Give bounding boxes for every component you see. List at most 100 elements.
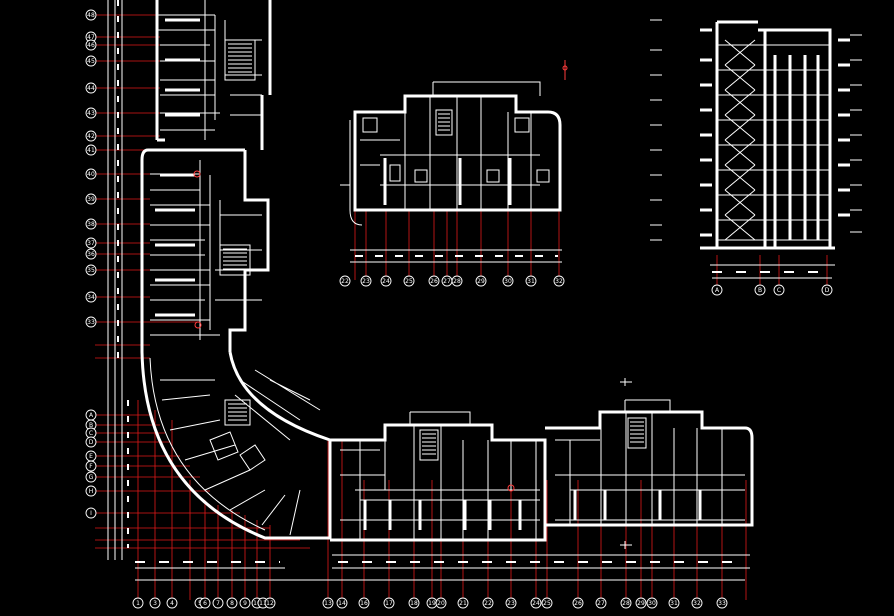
left-axis-label: H — [89, 488, 94, 495]
vertical-wing-floor-plan — [107, 0, 272, 560]
plan-axis-bubble — [451, 275, 463, 287]
left-axis-label: F — [89, 463, 93, 470]
left-axis-bubble — [85, 144, 97, 156]
left-axis-label: 47 — [87, 34, 95, 41]
bottom-axis-bubble — [435, 597, 447, 609]
bottom-axis-bubble — [620, 597, 632, 609]
bottom-axis-label: 14 — [338, 600, 346, 607]
left-axis-bubble — [85, 460, 97, 472]
left-axis-bubble — [85, 291, 97, 303]
bottom-axis-bubble — [457, 597, 469, 609]
left-axis-bubble — [85, 485, 97, 497]
axis-label-bubbles: 1345678910111213141617181920212223242526… — [85, 9, 833, 609]
left-axis-bubble — [85, 264, 97, 276]
left-axis-bubble — [85, 193, 97, 205]
bottom-axis-label: 29 — [637, 600, 645, 607]
left-axis-label: 42 — [87, 133, 95, 140]
left-axis-bubble — [85, 471, 97, 483]
bottom-axis-label: 32 — [693, 600, 701, 607]
plan-axis-bubble — [475, 275, 487, 287]
bottom-axis-bubble — [408, 597, 420, 609]
plan-axis-bubble — [428, 275, 440, 287]
left-axis-label: B — [89, 422, 93, 429]
left-axis-bubble — [85, 507, 97, 519]
bottom-axis-label: 8 — [230, 600, 234, 607]
curved-corner-section — [140, 351, 332, 540]
left-axis-label: 33 — [87, 319, 95, 326]
left-axis-label: 46 — [87, 42, 95, 49]
left-axis-label: 34 — [87, 294, 95, 301]
bottom-axis-label: 21 — [459, 600, 467, 607]
left-axis-label: 45 — [87, 58, 95, 65]
left-axis-bubble — [85, 130, 97, 142]
left-axis-bubble — [85, 9, 97, 21]
building-cross-section — [650, 19, 862, 279]
left-axis-label: A — [89, 412, 94, 419]
left-axis-bubble — [85, 237, 97, 249]
bottom-axis-label: 26 — [574, 600, 582, 607]
bottom-axis-bubble — [336, 597, 348, 609]
plan-axis-label: 25 — [405, 278, 413, 285]
left-axis-bubble — [85, 248, 97, 260]
plan-axis-label: 31 — [527, 278, 535, 285]
left-axis-label: 39 — [87, 196, 95, 203]
bottom-axis-bubble — [212, 597, 224, 609]
bottom-axis-label: 11 — [259, 600, 267, 607]
bottom-axis-bubble — [505, 597, 517, 609]
bottom-axis-bubble — [132, 597, 144, 609]
plan-axis-label: 30 — [504, 278, 512, 285]
plan-axis-bubble — [380, 275, 392, 287]
bottom-axis-label: 4 — [170, 600, 174, 607]
section-axis-label: B — [758, 287, 762, 294]
bottom-axis-bubble — [635, 597, 647, 609]
bottom-axis-bubble — [166, 597, 178, 609]
bottom-axis-bubble — [541, 597, 553, 609]
horizontal-wing-floor-plan — [135, 378, 754, 581]
bottom-axis-label: 27 — [597, 600, 605, 607]
bottom-axis-bubble — [149, 597, 161, 609]
bottom-axis-bubble — [572, 597, 584, 609]
section-axis-bubble — [821, 284, 833, 296]
bottom-axis-label: 33 — [718, 600, 726, 607]
bottom-axis-label: 22 — [484, 600, 492, 607]
left-axis-bubble — [85, 107, 97, 119]
bottom-axis-bubble — [482, 597, 494, 609]
bottom-axis-label: 7 — [216, 600, 220, 607]
left-axis-label: 36 — [87, 251, 95, 258]
left-axis-label: 41 — [87, 147, 95, 154]
plan-axis-bubble — [553, 275, 565, 287]
bottom-axis-label: 9 — [243, 600, 247, 607]
left-axis-bubble — [85, 316, 97, 328]
left-axis-label: D — [89, 439, 94, 446]
plan-axis-label: 22 — [341, 278, 349, 285]
plan-axis-label: 32 — [555, 278, 563, 285]
left-axis-label: 43 — [87, 110, 95, 117]
bottom-axis-bubble — [226, 597, 238, 609]
bottom-axis-label: 20 — [437, 600, 445, 607]
bottom-axis-label: 1 — [136, 600, 140, 607]
left-axis-label: 37 — [87, 240, 95, 247]
bottom-axis-label: 25 — [543, 600, 551, 607]
section-axis-bubble — [754, 284, 766, 296]
left-axis-label: 35 — [87, 267, 95, 274]
bottom-axis-bubble — [383, 597, 395, 609]
bottom-axis-bubble — [668, 597, 680, 609]
left-axis-label: 38 — [87, 221, 95, 228]
plan-axis-label: 27 — [443, 278, 451, 285]
bottom-axis-label: 10 — [253, 600, 261, 607]
bottom-axis-label: 13 — [324, 600, 332, 607]
left-axis-label: 44 — [87, 85, 95, 92]
bottom-axis-label: 31 — [670, 600, 678, 607]
left-axis-bubble — [85, 55, 97, 67]
left-axis-bubble — [85, 436, 97, 448]
bottom-axis-bubble — [199, 597, 211, 609]
section-axis-bubble — [711, 284, 723, 296]
section-axis-label: C — [777, 287, 781, 294]
plan-axis-label: 29 — [477, 278, 485, 285]
bottom-axis-bubble — [264, 597, 276, 609]
bottom-axis-bubble — [595, 597, 607, 609]
left-axis-label: G — [89, 474, 94, 481]
left-axis-label: C — [89, 430, 93, 437]
bottom-axis-label: 16 — [360, 600, 368, 607]
